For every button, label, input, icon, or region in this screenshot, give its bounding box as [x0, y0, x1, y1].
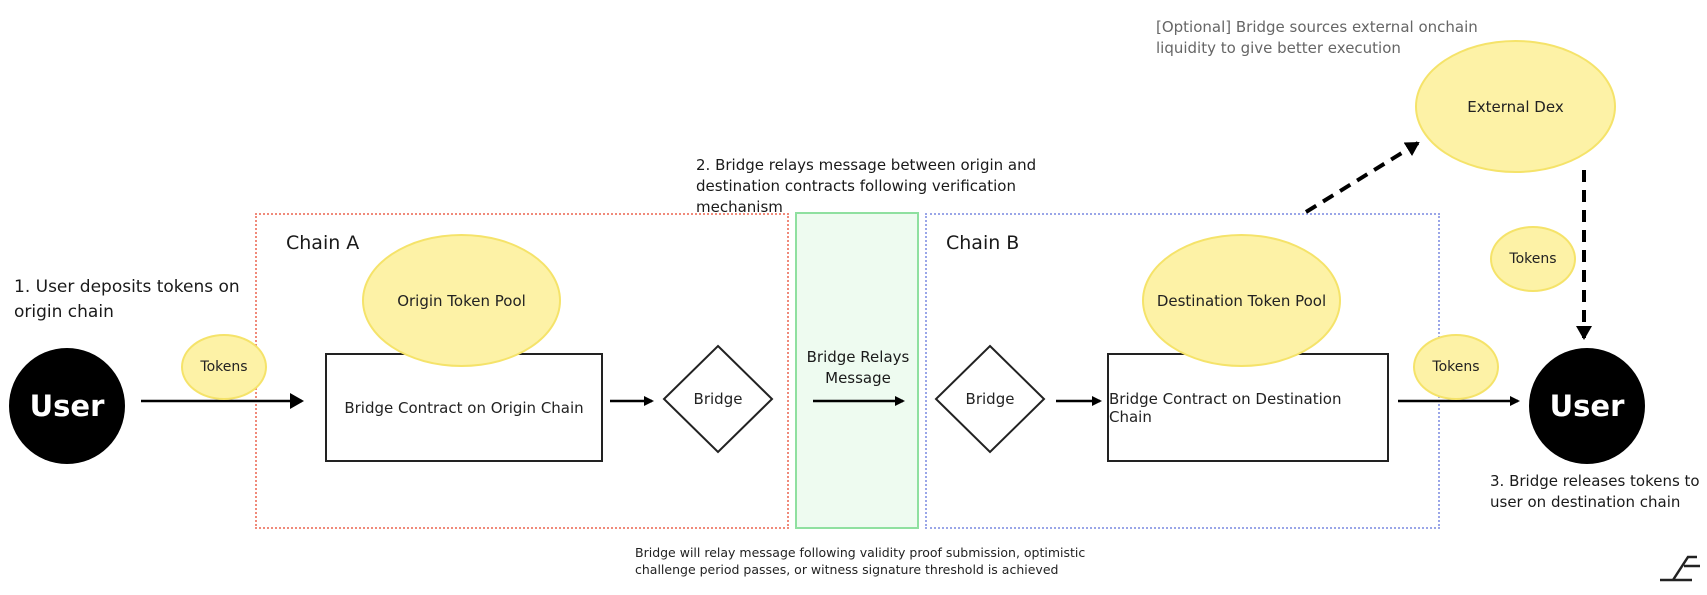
- arrow-to-external-dex: [1304, 141, 1420, 214]
- relay-region: [795, 212, 919, 529]
- chain-b-label: Chain B: [946, 232, 1020, 254]
- tokens-top: Tokens: [1490, 226, 1576, 292]
- bridge-left-label: Bridge: [693, 390, 743, 408]
- tokens-right: Tokens: [1413, 334, 1499, 400]
- step3-annotation: 3. Bridge releases tokens to user on des…: [1490, 472, 1700, 511]
- origin-token-pool: Origin Token Pool: [362, 234, 561, 367]
- relay-label: Bridge Relays Message: [806, 348, 910, 387]
- bridge-right-diamond: [934, 344, 1046, 454]
- user-right-node: User: [1529, 348, 1645, 464]
- step1-annotation: 1. User deposits tokens on origin chain: [14, 277, 240, 322]
- optional-note: [Optional] Bridge sources external oncha…: [1156, 18, 1478, 57]
- bridge-left-diamond: [662, 344, 774, 454]
- origin-contract-box: Bridge Contract on Origin Chain: [325, 353, 603, 462]
- destination-token-pool: Destination Token Pool: [1142, 234, 1341, 367]
- bridge-right-label: Bridge: [965, 390, 1015, 408]
- step2-annotation: 2. Bridge relays message between origin …: [696, 156, 1037, 216]
- chain-a-label: Chain A: [286, 232, 360, 254]
- brand-logo-mark: [1660, 555, 1700, 582]
- external-dex: External Dex: [1415, 40, 1616, 173]
- tokens-left: Tokens: [181, 334, 267, 400]
- user-left-node: User: [9, 348, 125, 464]
- destination-contract-box: Bridge Contract on Destination Chain: [1107, 353, 1389, 462]
- verification-footnote: Bridge will relay message following vali…: [635, 545, 1086, 577]
